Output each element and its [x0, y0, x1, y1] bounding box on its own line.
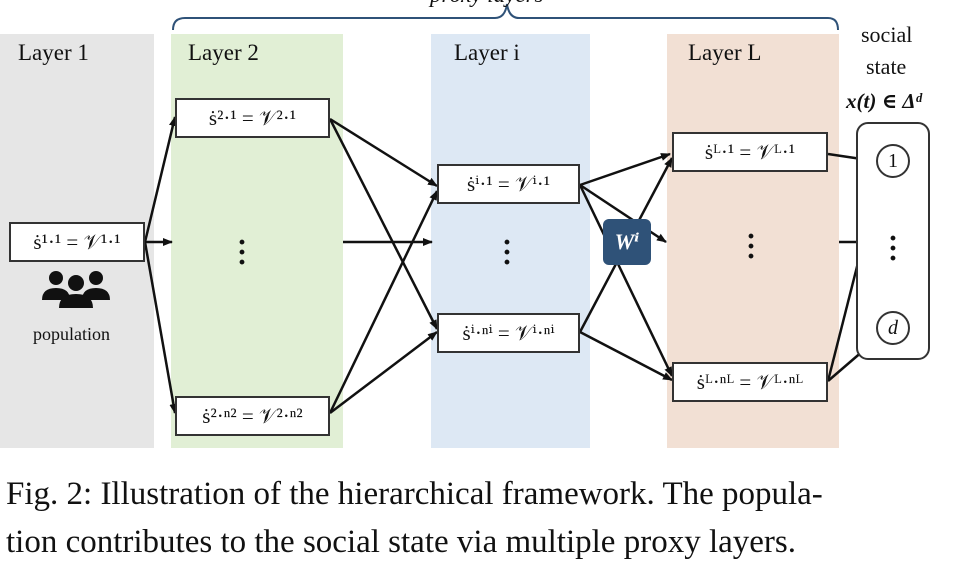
social-state-line2: state — [866, 54, 907, 79]
brace-label: proxy layers — [430, 0, 543, 8]
social-state-line1: social — [861, 22, 913, 47]
layeri-ellipsis: ··· — [501, 226, 512, 279]
layerL-ellipsis: ··· — [745, 220, 756, 273]
weight-matrix-box: Wⁱ — [603, 219, 651, 265]
layer-i-band — [431, 34, 590, 448]
caption-line-2: tion contributes to the social state via… — [6, 524, 796, 560]
node-layer1: ṡ¹·¹ = 𝒱¹·¹ — [9, 222, 145, 262]
node-layeri-first: ṡⁱ·¹ = 𝒱ⁱ·¹ — [437, 164, 580, 204]
node-layerL-first: ṡᴸ·¹ = 𝒱ᴸ·¹ — [672, 132, 828, 172]
figure-caption: Fig. 2: Illustration of the hierarchical… — [6, 470, 946, 566]
layer2-ellipsis: ··· — [236, 226, 247, 279]
connection-arrows — [143, 116, 882, 414]
layer-1-title: Layer 1 — [18, 40, 89, 65]
layer-2-title: Layer 2 — [188, 40, 259, 65]
node-layer2-last: ṡ²·ⁿ² = 𝒱²·ⁿ² — [175, 396, 330, 436]
state-ellipsis: ··· — [887, 222, 898, 275]
node-layer2-first: ṡ²·¹ = 𝒱²·¹ — [175, 98, 330, 138]
population-icon — [42, 271, 110, 308]
layer-i-title: Layer i — [454, 40, 520, 65]
state-component-first: 1 — [876, 144, 910, 178]
proxy-layers-brace — [172, 3, 839, 31]
population-label: population — [33, 324, 110, 344]
node-layerL-last: ṡᴸ·ⁿᴸ = 𝒱ᴸ·ⁿᴸ — [672, 362, 828, 402]
node-layeri-last: ṡⁱ·ⁿⁱ = 𝒱ⁱ·ⁿⁱ — [437, 313, 580, 353]
layer-L-title: Layer L — [688, 40, 762, 65]
social-state-line3: x(t) ∈ Δᵈ — [846, 89, 922, 113]
caption-line-1: Fig. 2: Illustration of the hierarchical… — [6, 476, 823, 512]
state-component-last: d — [876, 311, 910, 345]
